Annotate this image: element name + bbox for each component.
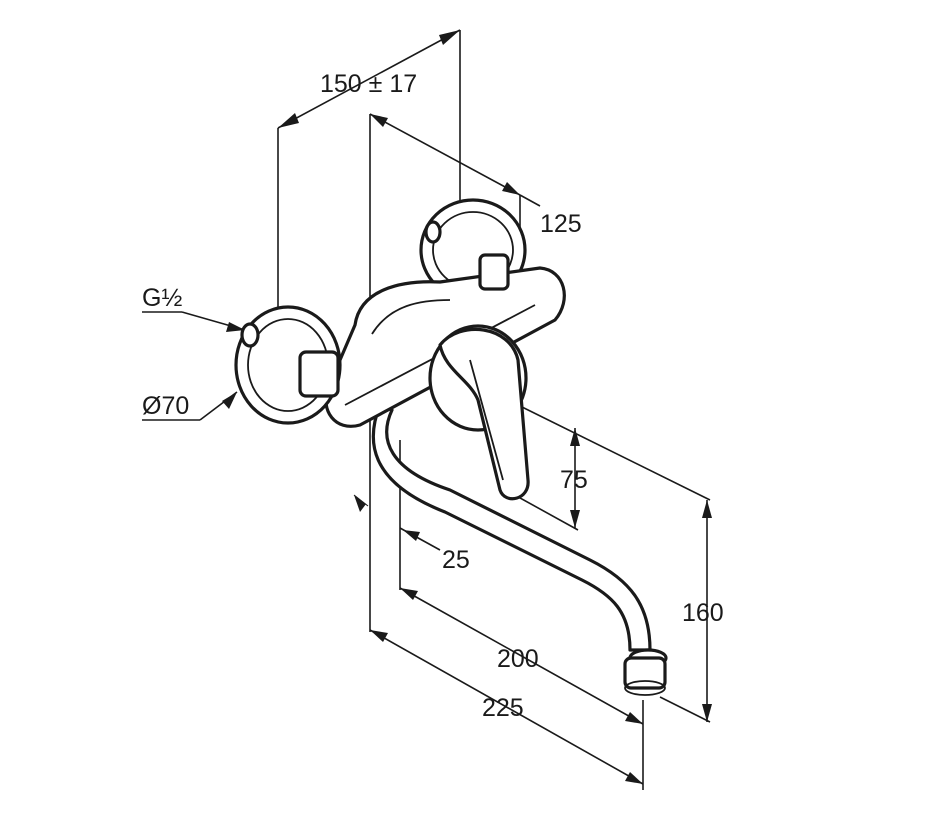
thread-label: G½ (142, 284, 182, 312)
handle-height-label: 75 (560, 466, 588, 494)
spout-offset-label: 25 (442, 546, 470, 574)
dimension-labels: 150 ± 17 125 G½ Ø70 75 25 160 200 225 (142, 70, 724, 722)
faucet-body (234, 198, 668, 696)
depth-label: 125 (540, 210, 582, 238)
width-range-label: 150 ± 17 (320, 70, 417, 98)
overall-reach-label: 225 (482, 694, 524, 722)
spout-reach-label: 200 (497, 645, 539, 673)
dimension-lines (142, 29, 712, 790)
spout-height-label: 160 (682, 599, 724, 627)
flange-diameter-label: Ø70 (142, 392, 189, 420)
